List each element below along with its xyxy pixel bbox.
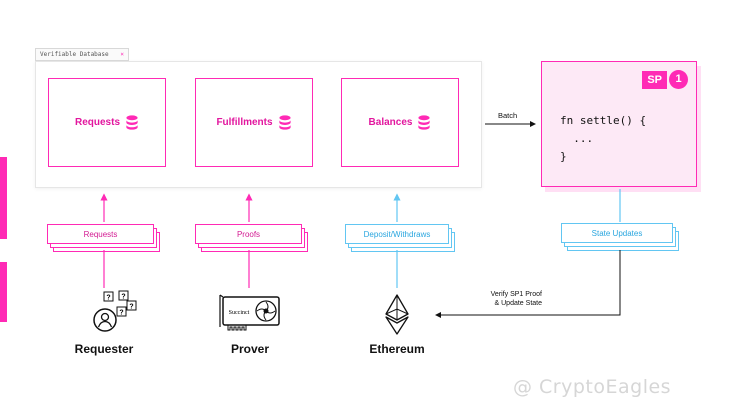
database-icon xyxy=(278,115,291,130)
fulfillments-db-box: Fulfillments xyxy=(195,78,313,167)
verifiable-database-tag: Verifiable Database × xyxy=(35,48,129,61)
deposit-withdraws-stack: Deposit/Withdraws xyxy=(345,224,455,252)
requester-label: Requester xyxy=(74,342,134,356)
ethereum-icon xyxy=(385,294,409,335)
code-line: } xyxy=(560,150,567,163)
proofs-stack-label: Proofs xyxy=(195,224,302,244)
proofs-stack: Proofs xyxy=(195,224,308,252)
requester-icon: ? ? ? ? xyxy=(93,290,137,332)
ethereum-label: Ethereum xyxy=(369,342,425,356)
prover-label: Prover xyxy=(230,342,270,356)
side-accent-bar xyxy=(0,157,7,239)
verify-note-line: & Update State xyxy=(494,300,542,307)
state-updates-stack: State Updates xyxy=(561,223,679,251)
code-line: fn settle() { xyxy=(560,114,647,127)
sp1-badge: SP 1 xyxy=(642,70,688,89)
state-updates-label: State Updates xyxy=(561,223,673,243)
verify-note-line: Verify SP1 Proof xyxy=(490,291,542,298)
svg-text:?: ? xyxy=(121,294,125,301)
sp1-badge-text: SP xyxy=(642,70,667,89)
verifiable-database-tag-label: Verifiable Database xyxy=(40,51,109,58)
balances-db-label: Balances xyxy=(368,117,413,128)
balances-db-box: Balances xyxy=(341,78,459,167)
side-accent-bar xyxy=(0,262,7,322)
tag-close-icon[interactable]: × xyxy=(120,51,124,58)
verify-note: Verify SP1 Proof & Update State xyxy=(462,290,542,308)
watermark: @ CryptoEagles xyxy=(513,376,672,398)
requests-stack-label: Requests xyxy=(47,224,154,244)
database-icon xyxy=(126,115,138,130)
requests-db-label: Requests xyxy=(74,117,120,128)
svg-text:?: ? xyxy=(106,295,110,302)
sp1-badge-number: 1 xyxy=(669,70,688,89)
deposit-withdraws-label: Deposit/Withdraws xyxy=(345,224,449,244)
code-line: ... xyxy=(560,132,594,145)
requests-db-box: Requests xyxy=(48,78,166,167)
settle-code: fn settle() { ...} xyxy=(560,112,646,166)
svg-text:?: ? xyxy=(119,310,123,317)
sp1-settle-box: SP 1 fn settle() { ...} xyxy=(541,61,697,187)
svg-text:?: ? xyxy=(129,304,133,311)
batch-label: Batch xyxy=(498,111,518,120)
fulfillments-db-label: Fulfillments xyxy=(216,117,273,128)
gpu-card-icon: Succinct xyxy=(219,294,280,331)
requests-stack: Requests xyxy=(47,224,160,252)
database-icon xyxy=(418,115,431,130)
gpu-brand-text: Succinct xyxy=(229,310,250,316)
